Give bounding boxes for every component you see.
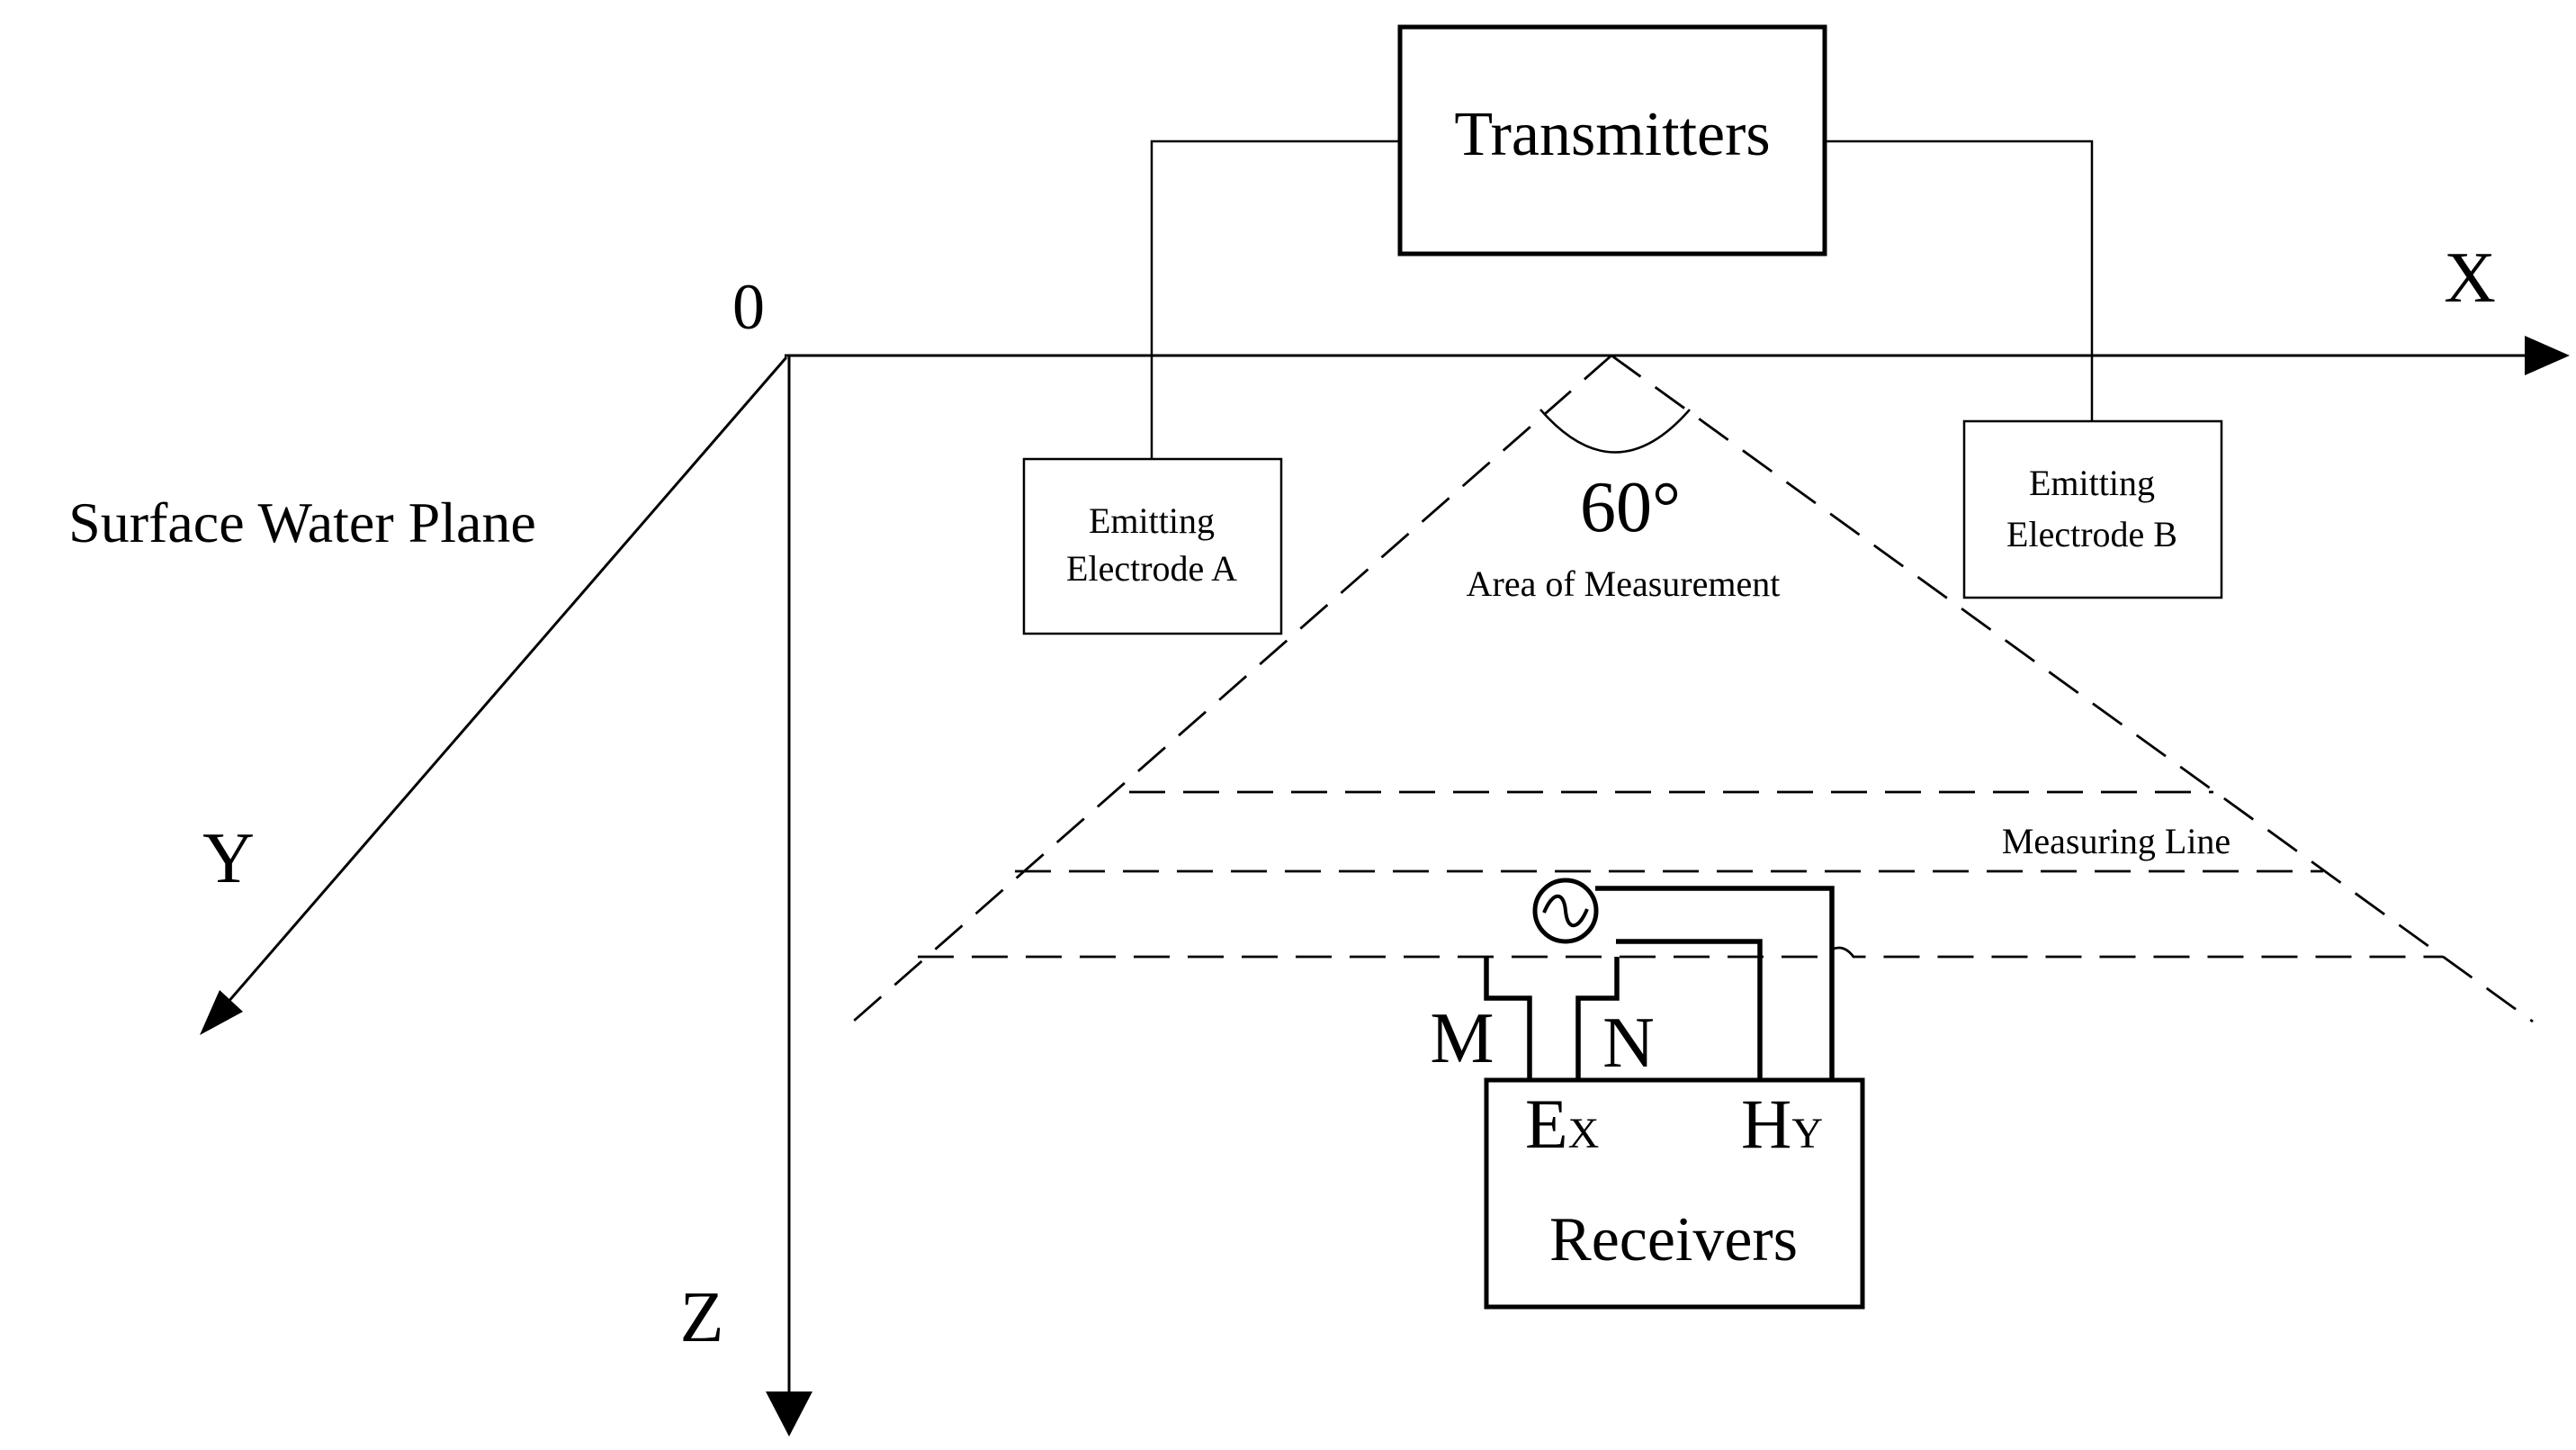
y-axis-arrowhead: [200, 990, 243, 1035]
ac-wave-icon: [1542, 894, 1589, 928]
x-axis-label: X: [2444, 239, 2496, 318]
electrode-n-label: N: [1602, 1004, 1655, 1083]
electrode-m-label: M: [1430, 999, 1494, 1078]
electrode-a-label-line2: Electrode A: [1066, 548, 1237, 589]
transmitters-label: Transmitters: [1454, 100, 1770, 169]
electrode-b-label-line2: Electrode B: [2006, 514, 2177, 554]
transmitter-wiring: [1150, 140, 2094, 459]
surface-water-plane-label: Surface Water Plane: [68, 491, 536, 554]
origin-label: 0: [732, 271, 765, 343]
hy-channel-label: HY: [1741, 1085, 1823, 1163]
emitting-electrode-a-box: [1022, 457, 1283, 635]
coordinate-axes: [200, 336, 2570, 1436]
electrode-a-label-line1: Emitting: [1089, 500, 1215, 541]
receivers-label: Receivers: [1549, 1205, 1798, 1274]
measuring-lines: [918, 790, 2443, 959]
measuring-line-label: Measuring Line: [2002, 821, 2230, 861]
angle-arc: [1539, 409, 1691, 454]
measurement-area-boundary: [852, 354, 2534, 1023]
y-axis-label: Y: [202, 819, 255, 898]
receivers-box: [1484, 1077, 1865, 1310]
transmitters-box: [1397, 24, 1827, 257]
ex-channel-label: EX: [1525, 1085, 1599, 1163]
area-of-measurement-label: Area of Measurement: [1467, 563, 1781, 604]
emitting-electrode-b-box: [1962, 419, 2223, 599]
z-axis-arrowhead: [766, 1391, 812, 1436]
y-axis-line: [220, 356, 788, 1011]
electrode-b-label-line1: Emitting: [2029, 463, 2155, 503]
receiver-wiring: [1484, 886, 1835, 1080]
angle-label: 60°: [1580, 468, 1681, 547]
z-axis-label: Z: [680, 1278, 724, 1357]
x-axis-arrowhead: [2525, 336, 2570, 375]
